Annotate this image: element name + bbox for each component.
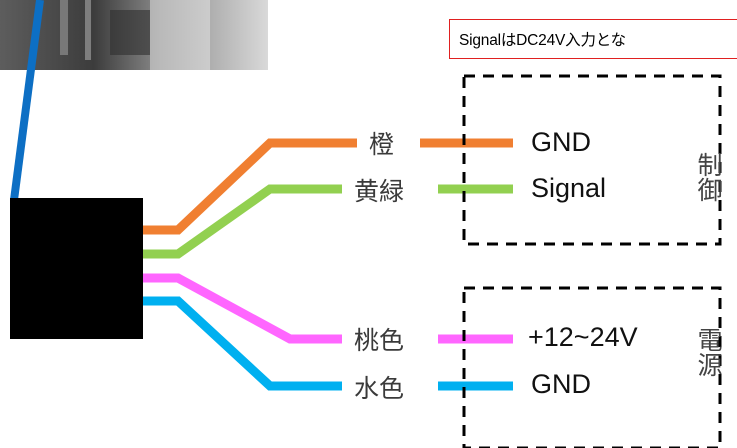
device-cable (10, 0, 44, 201)
wire-label-pink: 桃色 (354, 326, 405, 355)
note-text: SignalはDC24V入力とな (459, 32, 626, 49)
wire-orange (143, 138, 357, 235)
control-group-title: 制御 (694, 152, 723, 202)
device-photo (0, 0, 268, 70)
wire-label-orange: 橙 (369, 130, 395, 159)
connector-block (10, 198, 143, 339)
wire-green (143, 184, 342, 259)
signal-label-gnd-control: GND (531, 127, 591, 157)
wire-label-green: 黄緑 (354, 177, 405, 206)
note-box: SignalはDC24V入力とな (449, 19, 737, 59)
wire-pink (143, 273, 342, 344)
wire-blue (143, 296, 342, 391)
power-group-box (462, 286, 722, 448)
signal-label-power: +12~24V (528, 322, 638, 352)
wire-label-blue: 水色 (354, 374, 405, 403)
power-group-title: 電源 (694, 327, 723, 377)
signal-label-signal: Signal (531, 173, 607, 203)
control-group-box (462, 74, 722, 246)
signal-label-gnd-power: GND (531, 369, 591, 399)
